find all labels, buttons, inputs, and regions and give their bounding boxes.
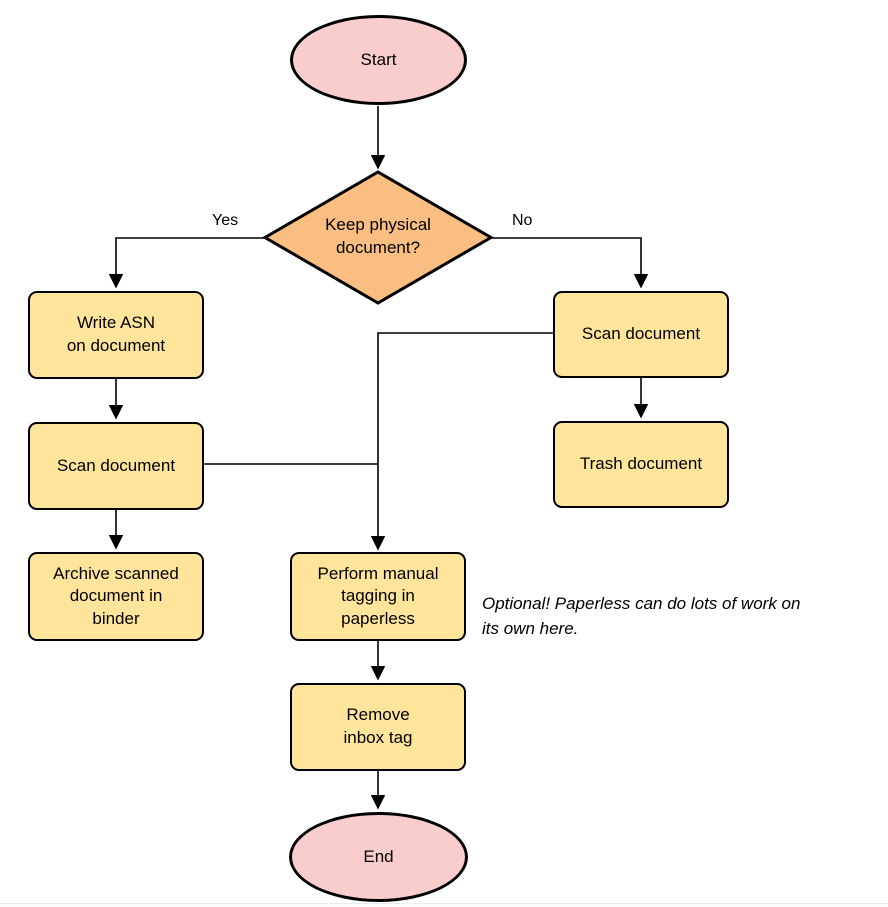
decision-diamond-shape bbox=[262, 170, 494, 305]
edge-label-yes: Yes bbox=[212, 212, 239, 229]
edge-scanright-to-tagging bbox=[370, 332, 553, 551]
node-scan-document-left: Scan document bbox=[28, 422, 204, 510]
node-write-asn: Write ASN on document bbox=[28, 291, 204, 379]
node-manual-tagging: Perform manual tagging in paperless bbox=[290, 552, 466, 641]
node-remove-inbox-tag: Remove inbox tag bbox=[290, 683, 466, 771]
node-decision-label: Keep physical document? bbox=[325, 215, 431, 257]
page-bottom-edge bbox=[0, 903, 888, 907]
edge-decision-no bbox=[490, 237, 649, 289]
edge-decision-yes bbox=[108, 237, 266, 289]
edge-label-no: No bbox=[512, 212, 533, 229]
node-scan-document-right: Scan document bbox=[553, 291, 729, 378]
node-start: Start bbox=[290, 15, 467, 105]
node-archive-binder: Archive scanned document in binder bbox=[28, 552, 204, 641]
node-end: End bbox=[289, 812, 468, 902]
node-trash-document: Trash document bbox=[553, 421, 729, 508]
annotation-optional-note: Optional! Paperless can do lots of work … bbox=[482, 594, 801, 638]
